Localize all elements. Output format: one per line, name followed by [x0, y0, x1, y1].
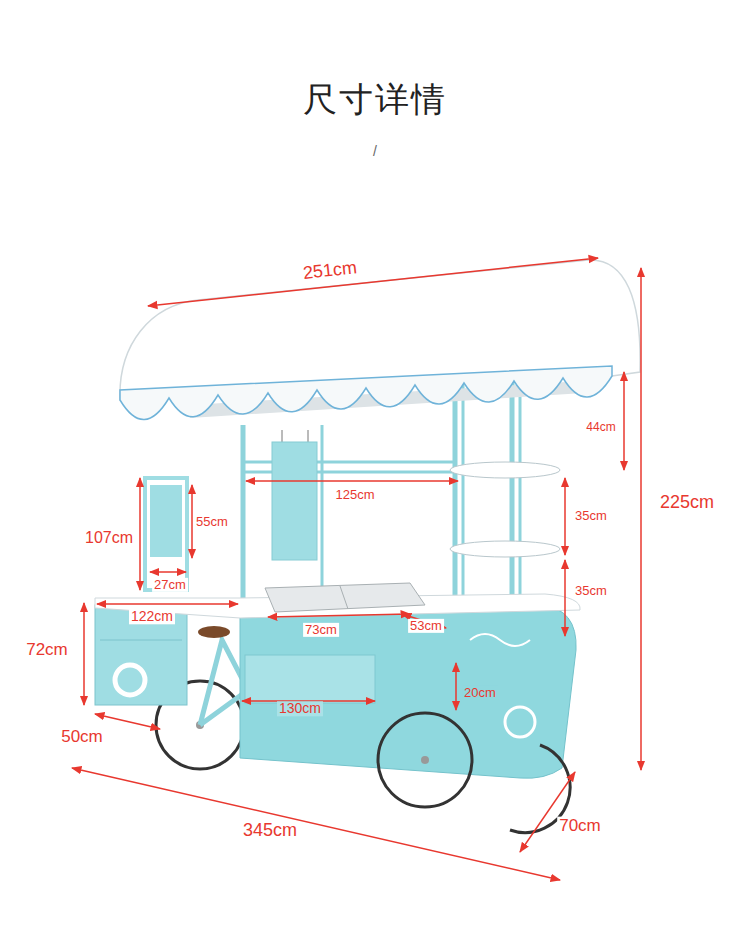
drawer-line: [100, 640, 182, 641]
dimension-line: [97, 603, 238, 605]
dimension-label: 251cm: [300, 258, 360, 284]
pole: [321, 425, 324, 600]
cloud-decor: [470, 634, 530, 646]
dimension-line: [564, 560, 566, 636]
dimension-line: [150, 571, 186, 573]
dimension-line: [246, 480, 458, 482]
dimension-line: [83, 603, 85, 705]
shelf: [450, 541, 560, 557]
freezer-divider: [340, 586, 348, 609]
rear-wheel: [378, 713, 472, 807]
dimension-label: 50cm: [59, 728, 105, 747]
dimension-label: 70cm: [557, 817, 603, 836]
dimension-line: [139, 478, 141, 590]
dimension-line: [455, 663, 457, 710]
shelf: [450, 462, 560, 478]
dimension-label: 122cm: [129, 609, 175, 624]
front-panel: [245, 655, 375, 703]
life-ring: [115, 665, 145, 695]
canopy-valance: [120, 366, 612, 420]
dimension-label: 35cm: [573, 584, 609, 598]
dimension-label: 72cm: [24, 641, 70, 660]
left-cabinet: [95, 605, 187, 705]
dimension-label: 225cm: [658, 493, 716, 513]
hanging-sign: [272, 442, 317, 560]
dimension-label: 125cm: [333, 488, 376, 502]
dimension-label: 107cm: [83, 529, 135, 547]
page-title: 尺寸详情: [303, 81, 447, 118]
pole: [519, 376, 522, 625]
dimension-label: 35cm: [573, 509, 609, 523]
sign-board: [150, 485, 182, 557]
bike-seat: [198, 626, 230, 638]
helm-decor: [505, 707, 535, 737]
dimension-label: 20cm: [462, 686, 498, 700]
hub: [421, 756, 429, 764]
dimension-line: [191, 485, 193, 558]
dimension-label: 27cm: [152, 578, 188, 592]
dimension-lines: [72, 258, 641, 880]
sign-frame: [145, 478, 187, 590]
dimension-label: 55cm: [194, 515, 230, 529]
dimension-line: [72, 768, 560, 880]
freezer: [265, 583, 425, 612]
dimension-label: 44cm: [584, 421, 617, 434]
divider-mark: /: [371, 144, 379, 159]
dimension-line: [268, 614, 410, 617]
dimension-label: 53cm: [408, 619, 444, 633]
dimension-label: 130cm: [277, 701, 323, 716]
hanger: [282, 430, 283, 442]
cart-body: [240, 605, 576, 778]
hanger: [308, 430, 309, 442]
dimension-line: [623, 372, 625, 470]
dimension-line: [520, 772, 575, 852]
dimension-line: [148, 258, 598, 306]
pole: [241, 425, 246, 612]
dimension-label: 345cm: [241, 821, 299, 841]
dimension-line: [564, 478, 566, 555]
pole: [510, 376, 515, 625]
dimension-line: [640, 268, 642, 770]
dimension-label: 73cm: [303, 623, 339, 637]
